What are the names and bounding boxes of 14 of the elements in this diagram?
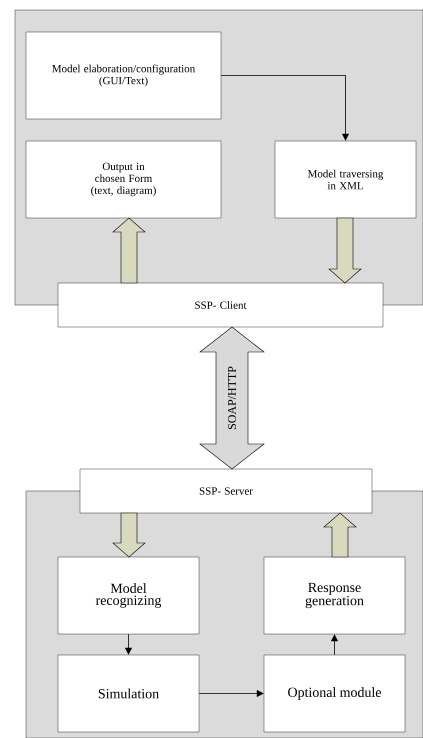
process-box: Response generation: [264, 556, 406, 634]
process-box: Model traversing in XML: [274, 140, 416, 218]
process-box: Optional module: [264, 654, 406, 732]
block-arrow: [328, 218, 362, 284]
process-box: SSP- Server: [80, 468, 372, 514]
edge-label: SOAP/HTTP: [226, 365, 238, 431]
process-box: SSP- Client: [58, 282, 384, 328]
process-box: Model recognizing: [58, 556, 200, 634]
process-box: Model elaboration/configuration (GUI/Text): [26, 32, 222, 120]
block-arrow: [323, 512, 357, 558]
block-arrow: [112, 512, 146, 558]
block-arrow: [112, 218, 146, 284]
process-box: Simulation: [58, 654, 200, 732]
process-box: Output in chosen Form (text, diagram): [26, 140, 222, 218]
